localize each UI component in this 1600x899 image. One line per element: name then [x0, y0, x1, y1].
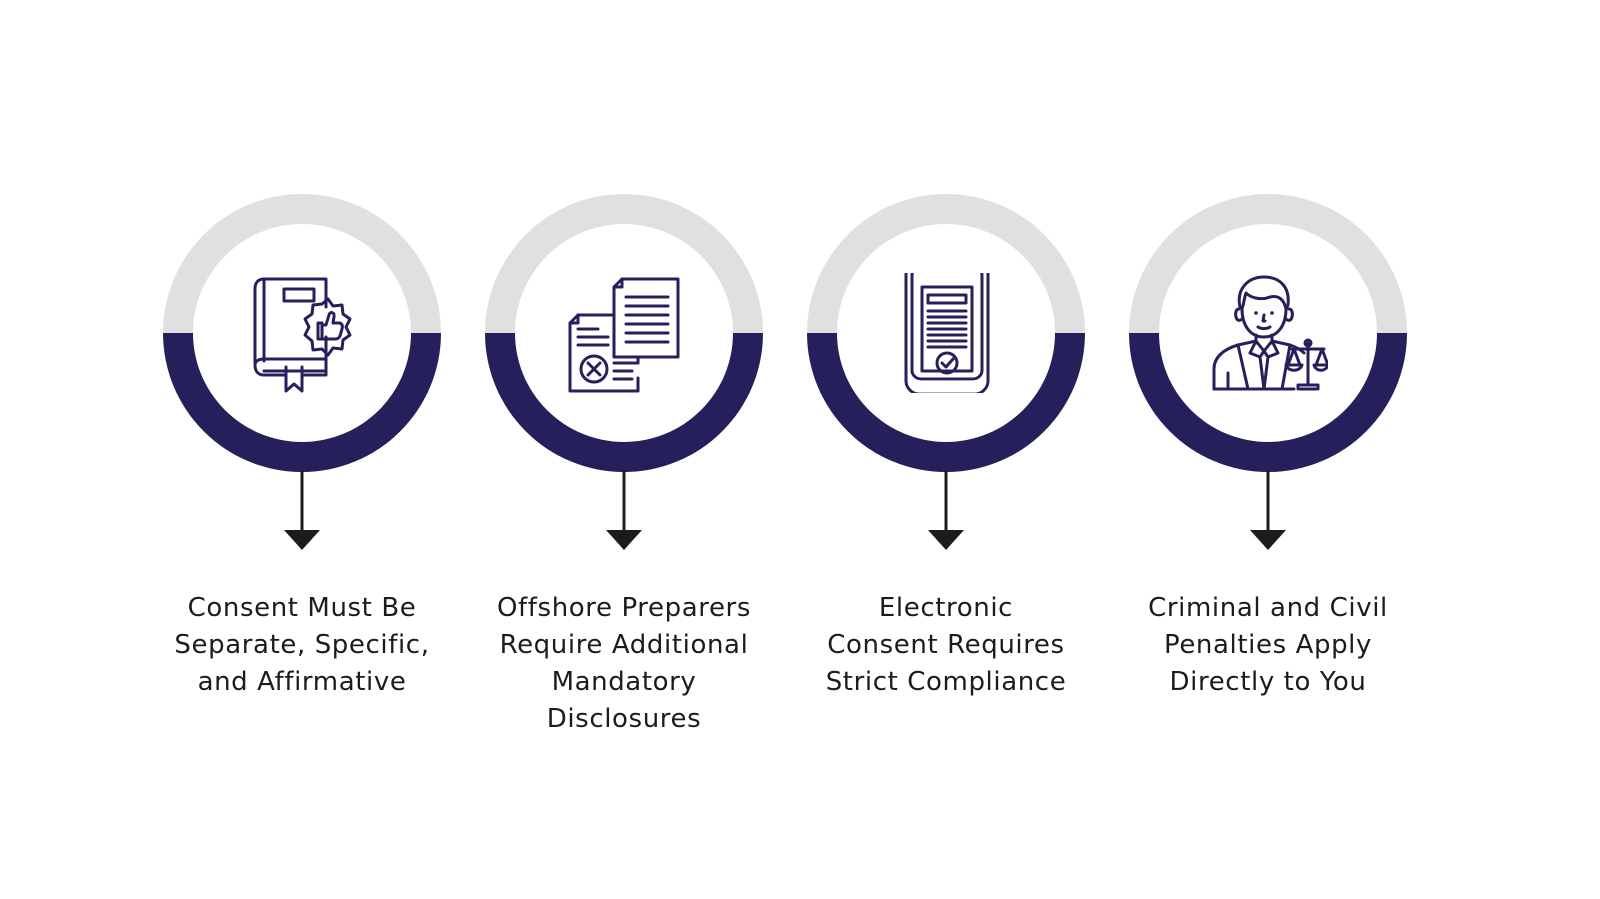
step-4-label-line-3: Directly to You [1169, 667, 1367, 697]
ring-3 [807, 194, 1085, 472]
step-4-label: Criminal and Civil Penalties Apply Direc… [1098, 590, 1438, 701]
step-3-label-line-2: Consent Requires [827, 630, 1065, 660]
step-1-label-line-2: Separate, Specific, [174, 630, 430, 660]
step-4-label-line-1: Criminal and Civil [1148, 593, 1388, 623]
mobile-document-check-icon [886, 273, 1006, 393]
step-3-label-line-1: Electronic [878, 593, 1014, 623]
step-3-label-line-3: Strict Compliance [825, 667, 1067, 697]
lawyer-scales-icon [1208, 273, 1328, 393]
step-2-label-line-3: Mandatory [551, 667, 697, 697]
ring-1 [163, 194, 441, 472]
step-2-label-line-4: Disclosures [546, 704, 702, 734]
step-3-label: Electronic Consent Requires Strict Compl… [776, 590, 1116, 701]
down-arrow-2 [606, 470, 642, 552]
step-2-label-line-2: Require Additional [499, 630, 749, 660]
down-arrow-3 [928, 470, 964, 552]
down-arrow-4 [1250, 470, 1286, 552]
documents-rejected-icon [564, 273, 684, 393]
step-2-label: Offshore Preparers Require Additional Ma… [454, 590, 794, 738]
ring-4 [1129, 194, 1407, 472]
down-arrow-1 [284, 470, 320, 552]
step-2-label-line-1: Offshore Preparers [496, 593, 751, 623]
step-4-label-line-2: Penalties Apply [1163, 630, 1372, 660]
book-thumbs-up-icon [242, 273, 362, 393]
step-1-label-line-3: and Affirmative [197, 667, 407, 697]
ring-2 [485, 194, 763, 472]
step-1-label: Consent Must Be Separate, Specific, and … [132, 590, 472, 701]
step-1-label-line-1: Consent Must Be [187, 593, 417, 623]
